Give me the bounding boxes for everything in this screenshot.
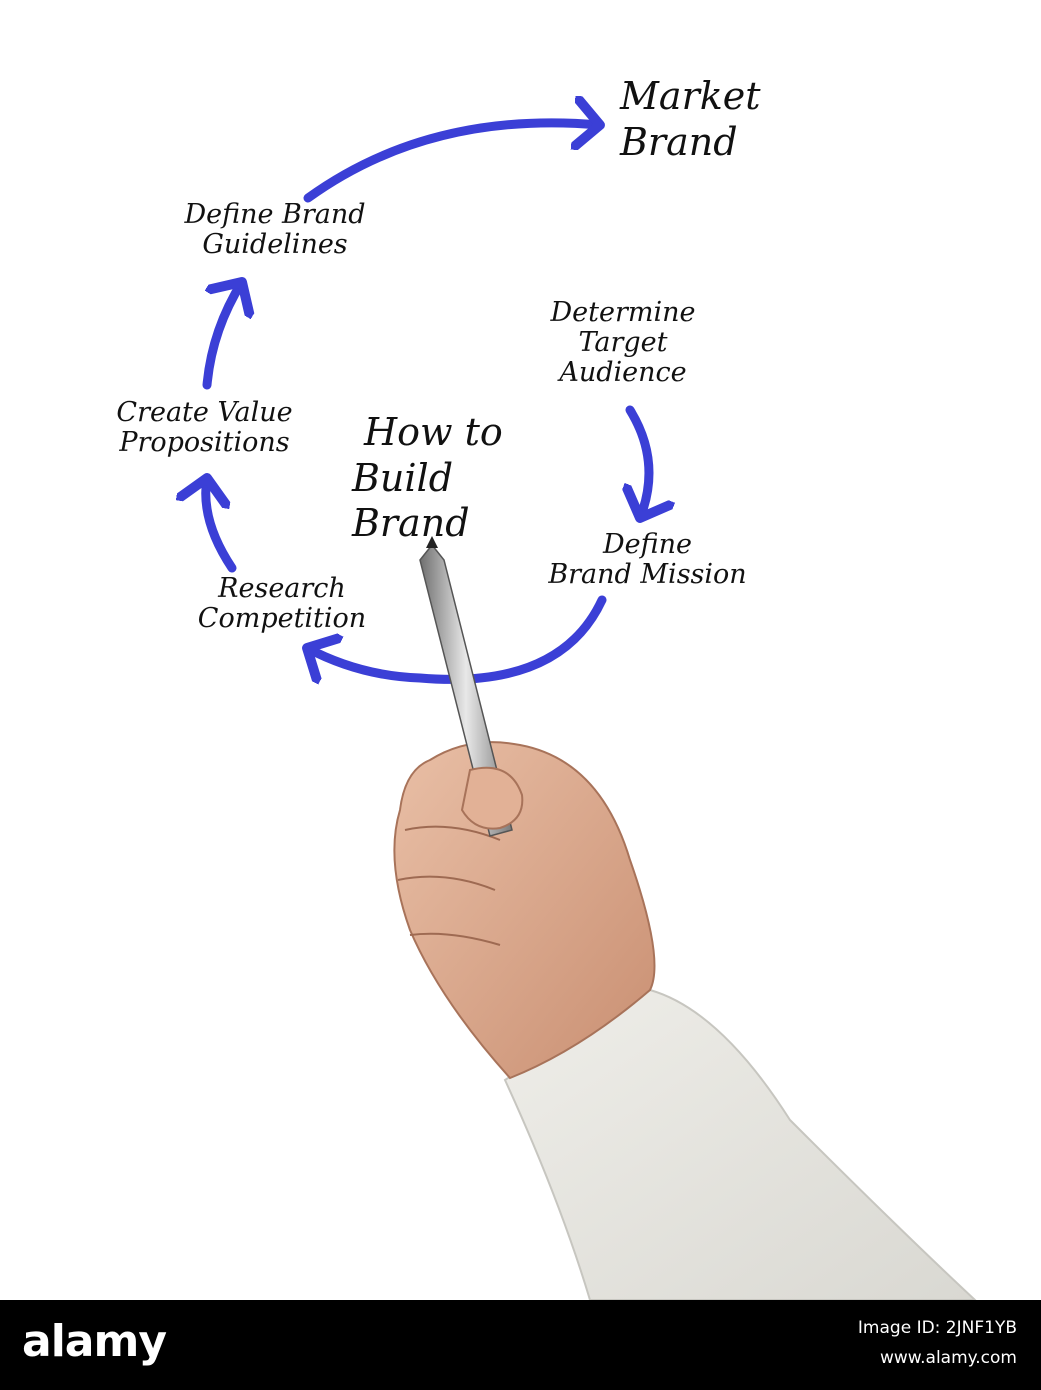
- step-determine-target-audience: Determine Target Audience: [528, 298, 718, 389]
- alamy-logo: alamy: [22, 1316, 166, 1367]
- step-create-value-propositions: Create Value Propositions: [92, 398, 317, 458]
- stock-footer: alamy Image ID: 2JNF1YB www.alamy.com: [0, 1300, 1041, 1390]
- hand-with-pen-illustration: [0, 0, 1041, 1300]
- footer-info: Image ID: 2JNF1YB www.alamy.com: [858, 1318, 1017, 1368]
- site-url-text: www.alamy.com: [858, 1348, 1017, 1368]
- goal-market-brand: Market Brand: [620, 74, 820, 165]
- image-id-text: Image ID: 2JNF1YB: [858, 1318, 1017, 1338]
- step-define-brand-mission: Define Brand Mission: [520, 530, 775, 590]
- step-research-competition: Research Competition: [172, 574, 392, 634]
- center-title: How to Build Brand: [352, 410, 552, 547]
- diagram-stage: Determine Target Audience Define Brand M…: [0, 0, 1041, 1300]
- step-define-brand-guidelines: Define Brand Guidelines: [150, 200, 400, 260]
